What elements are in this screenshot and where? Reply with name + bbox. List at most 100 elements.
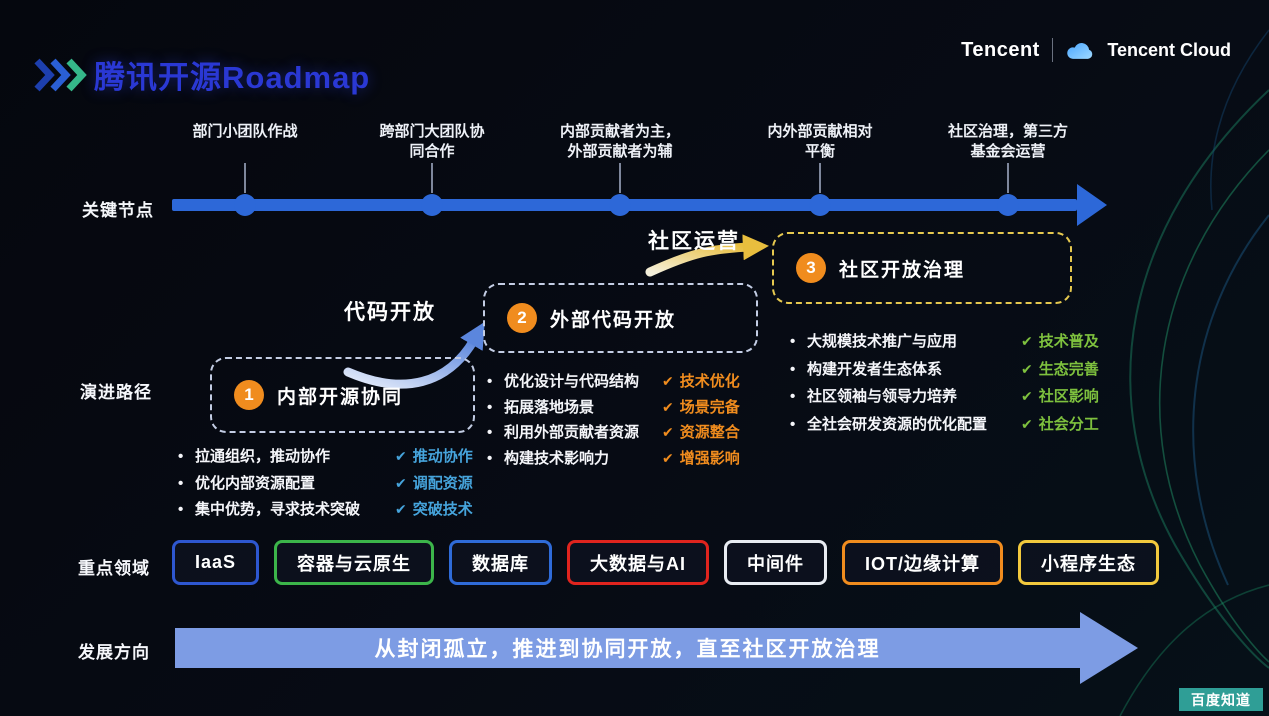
timeline-tick bbox=[1007, 163, 1009, 193]
stage-item: • 构建开发者生态体系 ✔ 生态完善 bbox=[790, 360, 1099, 380]
stage-item-tag-text: 技术普及 bbox=[1038, 333, 1099, 350]
stage-item-text: 构建技术影响力 bbox=[504, 449, 610, 467]
stage-item: • 集中优势，寻求技术突破 ✔ 突破技术 bbox=[178, 500, 473, 520]
bullet-icon: • bbox=[790, 333, 796, 350]
node-line: 外部贡献者为辅 bbox=[567, 142, 673, 160]
stage-item-text: 拉通组织，推动协作 bbox=[195, 448, 331, 465]
bullet-icon: • bbox=[487, 398, 493, 416]
stage-box-2: 2 外部代码开放 bbox=[483, 283, 758, 353]
stage-title: 外部代码开放 bbox=[550, 309, 677, 331]
arrow-label-code-open: 代码开放 bbox=[344, 301, 436, 324]
check-icon: ✔ bbox=[662, 373, 674, 389]
stage-item: • 优化内部资源配置 ✔ 调配资源 bbox=[178, 474, 473, 494]
timeline-node-label: 社区治理，第三方 基金会运营 bbox=[908, 122, 1108, 161]
bullet-icon: • bbox=[487, 449, 493, 467]
stage-item-text: 优化内部资源配置 bbox=[195, 474, 316, 492]
focus-section-label: 重点领域 bbox=[78, 559, 150, 578]
bullet-icon: • bbox=[790, 415, 796, 433]
stage-item-text: 社区领袖与领导力培养 bbox=[807, 388, 958, 405]
tencent-cloud-logo: Tencent Cloud bbox=[1107, 39, 1231, 60]
stage-item: • 全社会研发资源的优化配置 ✔ 社会分工 bbox=[790, 415, 1099, 435]
timeline-tick bbox=[431, 163, 433, 193]
stage-item-text: 集中优势，寻求技术突破 bbox=[195, 501, 361, 518]
node-line: 平衡 bbox=[804, 142, 835, 160]
bullet-icon: • bbox=[487, 373, 493, 390]
check-icon: ✔ bbox=[662, 398, 674, 415]
focus-area-bigdata-ai: 大数据与AI bbox=[567, 540, 710, 585]
timeline-dot bbox=[421, 194, 443, 216]
stage-item-text: 全社会研发资源的优化配置 bbox=[807, 415, 988, 433]
tencent-logo: Tencent bbox=[961, 38, 1040, 61]
stage-title: 内部开源协同 bbox=[277, 386, 404, 408]
stage-item-text: 大规模技术推广与应用 bbox=[807, 333, 958, 350]
stage-item: • 社区领袖与领导力培养 ✔ 社区影响 bbox=[790, 387, 1099, 407]
stage-item-tag-text: 技术优化 bbox=[679, 373, 740, 390]
stage-item-text: 优化设计与代码结构 bbox=[504, 373, 640, 390]
timeline-dot bbox=[809, 194, 831, 216]
focus-area-iot-edge: IOT/边缘计算 bbox=[842, 540, 1004, 585]
stage-item-tag: ✔ 资源整合 bbox=[662, 423, 740, 443]
chevrons-icon bbox=[33, 57, 89, 98]
stage-item-tag: ✔ 增强影响 bbox=[662, 449, 740, 469]
timeline-tick bbox=[619, 163, 621, 193]
stage-item-tag-text: 推动协作 bbox=[412, 448, 473, 465]
timeline-section-label: 关键节点 bbox=[82, 201, 154, 220]
stage-item-tag: ✔ 调配资源 bbox=[395, 474, 473, 494]
stage-box-3: 3 社区开放治理 bbox=[772, 232, 1072, 304]
stage-1-item-list: • 拉通组织，推动协作 ✔ 推动协作 • 优化内部资源配置 ✔ 调配资源 • 集… bbox=[178, 447, 473, 520]
check-icon: ✔ bbox=[395, 501, 407, 517]
stage-item-tag: ✔ 场景完备 bbox=[662, 398, 740, 418]
stage-item-tag-text: 场景完备 bbox=[679, 398, 740, 416]
timeline-node-label: 部门小团队作战 bbox=[145, 122, 345, 142]
check-icon: ✔ bbox=[662, 424, 674, 440]
page-title: 腾讯开源Roadmap bbox=[94, 60, 371, 95]
check-icon: ✔ bbox=[1021, 415, 1033, 432]
brand-logos: Tencent Tencent Cloud bbox=[961, 38, 1231, 62]
watermark-badge: 百度知道 bbox=[1179, 688, 1263, 711]
focus-area-container-cloudnative: 容器与云原生 bbox=[274, 540, 435, 585]
stage-item-text: 利用外部贡献者资源 bbox=[504, 424, 640, 441]
timeline-dot bbox=[609, 194, 631, 216]
stage-item-tag-text: 社区影响 bbox=[1038, 388, 1099, 405]
bullet-icon: • bbox=[790, 360, 796, 378]
stage-item-tag-text: 突破技术 bbox=[412, 501, 473, 518]
stage-item-tag: ✔ 生态完善 bbox=[1021, 360, 1099, 380]
stage-item: • 大规模技术推广与应用 ✔ 技术普及 bbox=[790, 332, 1099, 352]
check-icon: ✔ bbox=[1021, 388, 1033, 404]
timeline-arrowhead bbox=[1077, 184, 1107, 226]
stage-item: • 优化设计与代码结构 ✔ 技术优化 bbox=[487, 372, 740, 392]
stage-item-tag: ✔ 社会分工 bbox=[1021, 415, 1099, 435]
arrow-label-community-ops: 社区运营 bbox=[648, 230, 740, 253]
timeline-tick bbox=[819, 163, 821, 193]
stage-number-badge: 1 bbox=[234, 380, 264, 410]
focus-area-middleware: 中间件 bbox=[724, 540, 828, 585]
stage-number-badge: 3 bbox=[796, 253, 826, 283]
focus-area-row: IaaS 容器与云原生 数据库 大数据与AI 中间件 IOT/边缘计算 小程序生… bbox=[172, 540, 1160, 585]
stage-item-tag: ✔ 社区影响 bbox=[1021, 387, 1099, 407]
stage-3-item-list: • 大规模技术推广与应用 ✔ 技术普及 • 构建开发者生态体系 ✔ 生态完善 •… bbox=[790, 332, 1099, 434]
check-icon: ✔ bbox=[1021, 360, 1033, 377]
brand-divider bbox=[1051, 38, 1054, 62]
timeline-dot bbox=[997, 194, 1019, 216]
node-line: 基金会运营 bbox=[970, 142, 1046, 160]
stage-item-tag: ✔ 推动协作 bbox=[395, 447, 473, 467]
timeline-dot bbox=[234, 194, 256, 216]
focus-area-database: 数据库 bbox=[449, 540, 553, 585]
timeline-node-label: 内外部贡献相对 平衡 bbox=[720, 122, 920, 161]
stage-item-tag-text: 社会分工 bbox=[1038, 415, 1099, 433]
node-line: 内部贡献者为主， bbox=[559, 123, 680, 140]
node-line: 跨部门大团队协 bbox=[379, 123, 485, 140]
node-line: 同合作 bbox=[409, 142, 455, 160]
stage-item-text: 构建开发者生态体系 bbox=[807, 360, 943, 378]
bullet-icon: • bbox=[178, 474, 184, 492]
direction-section-label: 发展方向 bbox=[78, 643, 150, 662]
check-icon: ✔ bbox=[1021, 333, 1033, 349]
stage-box-1: 1 内部开源协同 bbox=[210, 357, 475, 433]
timeline-node-label: 内部贡献者为主， 外部贡献者为辅 bbox=[520, 122, 720, 161]
focus-area-iaas: IaaS bbox=[172, 540, 260, 585]
cloud-icon bbox=[1065, 38, 1095, 62]
bullet-icon: • bbox=[178, 501, 184, 518]
stage-item: • 构建技术影响力 ✔ 增强影响 bbox=[487, 449, 740, 469]
check-icon: ✔ bbox=[395, 448, 407, 464]
